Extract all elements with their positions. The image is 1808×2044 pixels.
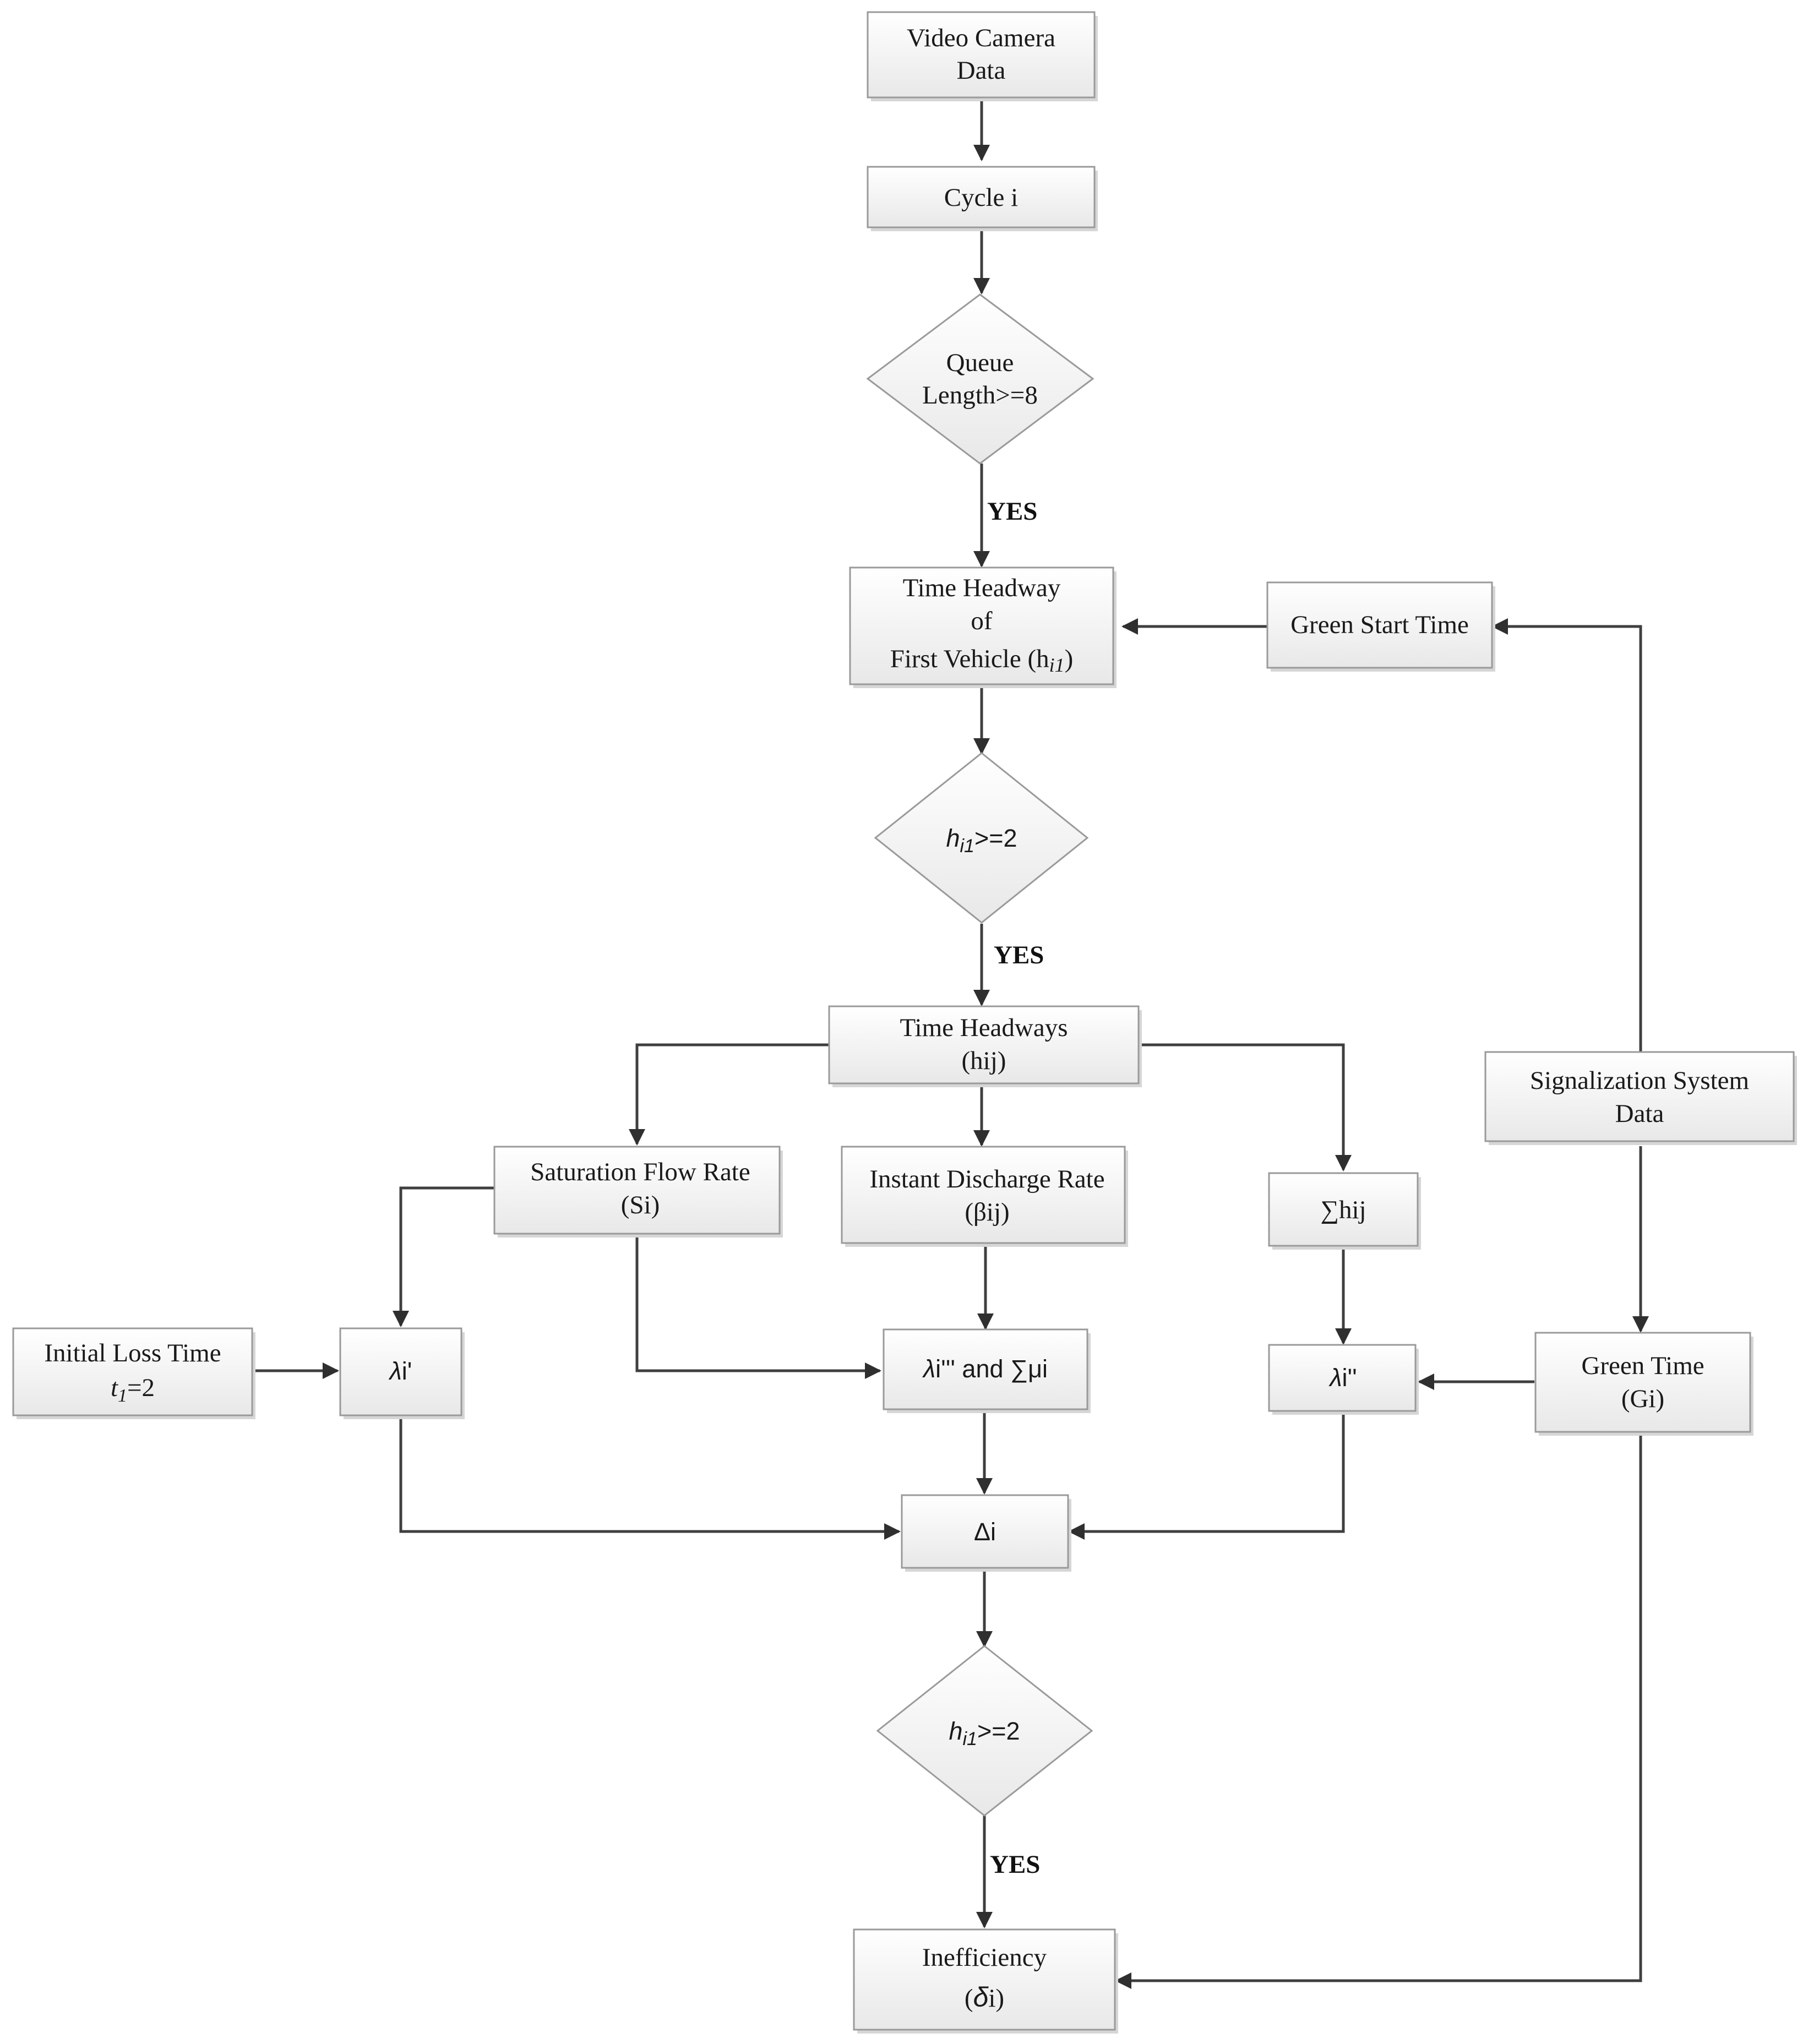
time-headways-line2: (hij) xyxy=(962,1046,1006,1075)
initial-loss-line2: t1=2 xyxy=(111,1373,155,1406)
lambda-double-prime-node: λi'' xyxy=(1268,1344,1419,1415)
inefficiency-node: Inefficiency (δi) xyxy=(853,1928,1118,2034)
saturation-flow-node: Saturation Flow Rate (Si) xyxy=(493,1146,783,1238)
green-time-line2: (Gi) xyxy=(1621,1385,1664,1413)
queue-length-decision: Queue Length>=8 xyxy=(866,293,1094,465)
lambda-prime-node: λi' xyxy=(339,1327,465,1419)
yes-label-2: YES xyxy=(994,941,1044,969)
edge-saturation-to-lambda1 xyxy=(393,1186,494,1327)
delta-node: Δi xyxy=(901,1494,1071,1572)
green-time-node: Green Time (Gi) xyxy=(1534,1332,1753,1436)
yes-label-1: YES xyxy=(987,497,1037,526)
edge-saturation-to-lambda3 xyxy=(635,1234,881,1379)
edge-greentime-to-inefficiency xyxy=(1115,1432,1642,1989)
headway-first-line1: Time Headway xyxy=(903,574,1061,602)
cycle-label: Cycle i xyxy=(944,183,1018,212)
saturation-line1: Saturation Flow Rate xyxy=(530,1158,750,1186)
discharge-line2: (βij) xyxy=(965,1198,1009,1227)
cycle-node: Cycle i xyxy=(867,166,1098,231)
video-camera-label-line2: Data xyxy=(957,56,1006,85)
decision2-label: hi1>=2 xyxy=(949,1717,1020,1749)
lambda-triple-prime-node: λi''' and ∑μi xyxy=(883,1328,1091,1413)
edges xyxy=(252,97,1649,1989)
decision1-label: hi1>=2 xyxy=(946,824,1017,857)
time-headways-line1: Time Headways xyxy=(900,1013,1068,1042)
signalization-line1: Signalization System xyxy=(1530,1066,1749,1095)
time-headway-first-vehicle-node: Time Headway of First Vehicle (hi1) xyxy=(849,566,1117,688)
instant-discharge-node: Instant Discharge Rate (βij) xyxy=(841,1146,1128,1247)
queue-label-line2: Length>=8 xyxy=(922,381,1038,410)
sum-headways-node: ∑hij xyxy=(1268,1172,1421,1250)
edge-headways-to-sum xyxy=(1138,1043,1352,1171)
edge-lambda1-to-delta xyxy=(399,1415,901,1540)
video-camera-label-line1: Video Camera xyxy=(907,24,1055,52)
signalization-line2: Data xyxy=(1615,1099,1664,1128)
inefficiency-line1: Inefficiency xyxy=(922,1943,1047,1972)
edge-headways-to-saturation xyxy=(629,1043,829,1146)
video-camera-data-node: Video Camera Data xyxy=(867,11,1098,101)
headway-first-line2: of xyxy=(971,607,993,635)
inefficiency-line2: (δi) xyxy=(965,1982,1004,2013)
green-time-line1: Green Time xyxy=(1581,1351,1704,1380)
first-headway-decision: hi1>=2 xyxy=(874,752,1089,924)
queue-label-line1: Queue xyxy=(946,348,1014,377)
edge-lambda2-to-delta xyxy=(1068,1415,1345,1540)
lambda-prime-label: λi' xyxy=(388,1357,412,1385)
discharge-line1: Instant Discharge Rate xyxy=(869,1165,1104,1193)
time-headways-node: Time Headways (hij) xyxy=(828,1005,1142,1087)
green-start-label: Green Start Time xyxy=(1290,611,1469,639)
signalization-system-node: Signalization System Data xyxy=(1484,1051,1797,1145)
saturation-line2: (Si) xyxy=(621,1191,660,1219)
delta-label: Δi xyxy=(974,1518,996,1546)
initial-loss-time-node: Initial Loss Time t1=2 xyxy=(12,1327,255,1419)
yes-label-3: YES xyxy=(990,1850,1040,1879)
initial-loss-line1: Initial Loss Time xyxy=(44,1339,221,1367)
lambda-double-label: λi'' xyxy=(1328,1364,1357,1392)
green-start-time-node: Green Start Time xyxy=(1266,581,1495,672)
second-headway-decision: hi1>=2 xyxy=(876,1645,1093,1817)
edge-signal-to-greenstart xyxy=(1491,618,1642,1051)
lambda-triple-label: λi''' and ∑μi xyxy=(922,1355,1048,1383)
sum-headways-label: ∑hij xyxy=(1320,1196,1366,1224)
headway-first-line3: First Vehicle (hi1) xyxy=(890,645,1074,676)
